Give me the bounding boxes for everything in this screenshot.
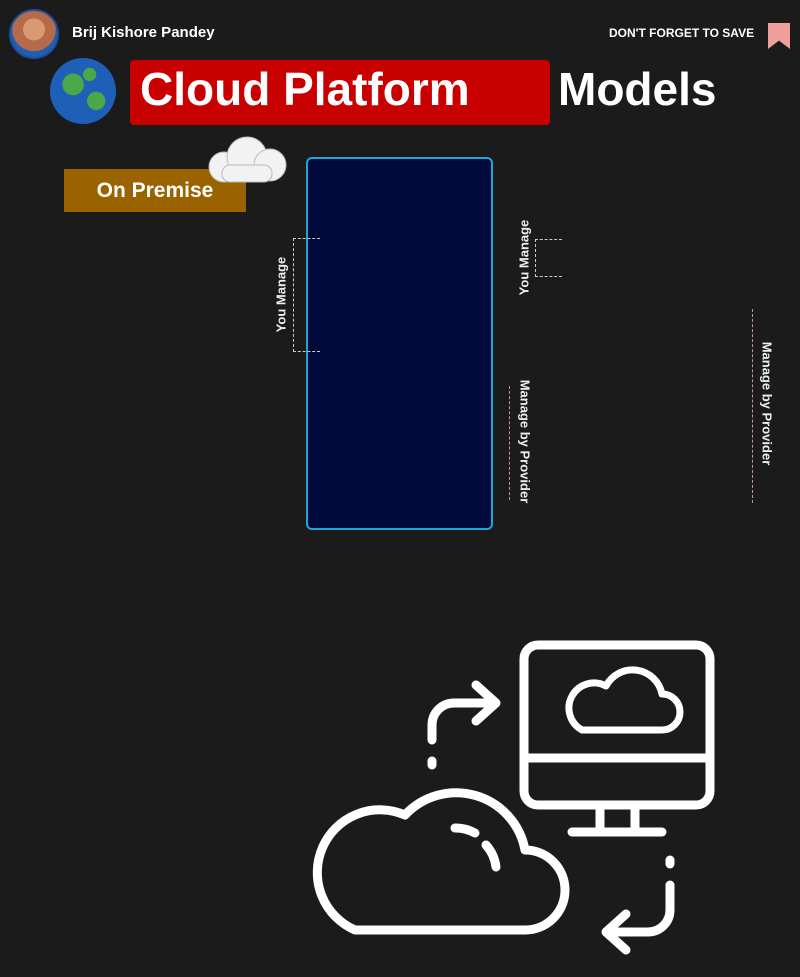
model-label-text: On Premise	[96, 178, 214, 202]
you-manage-right-label: You Manage	[516, 219, 532, 296]
you-manage-bracket-right	[535, 239, 562, 277]
title-highlight	[130, 60, 550, 125]
save-reminder: DON'T FORGET TO SAVE	[609, 26, 755, 40]
bookmark-icon	[768, 23, 790, 49]
arrow-down-left-icon	[601, 855, 675, 955]
provider-line-right	[752, 309, 753, 503]
large-cloud-icon	[312, 788, 570, 935]
title-rest: Models	[558, 63, 717, 115]
avatar	[9, 9, 59, 59]
cloud-icon	[208, 136, 287, 183]
globe-icon	[50, 58, 116, 124]
author-name: Brij Kishore Pandey	[72, 24, 215, 41]
you-manage-bracket-left	[293, 238, 320, 352]
monitor-icon	[519, 640, 715, 837]
title-highlighted: Cloud Platform	[140, 63, 470, 115]
arrow-up-right-icon	[427, 680, 501, 770]
provider-middle-label: Manage by Provider	[517, 379, 533, 504]
provider-right-label: Manage by Provider	[759, 341, 775, 466]
stack-panel	[306, 157, 493, 530]
provider-line-middle	[509, 386, 510, 500]
you-manage-left-label: You Manage	[273, 256, 289, 333]
cloud-computing-illustration	[312, 640, 715, 955]
